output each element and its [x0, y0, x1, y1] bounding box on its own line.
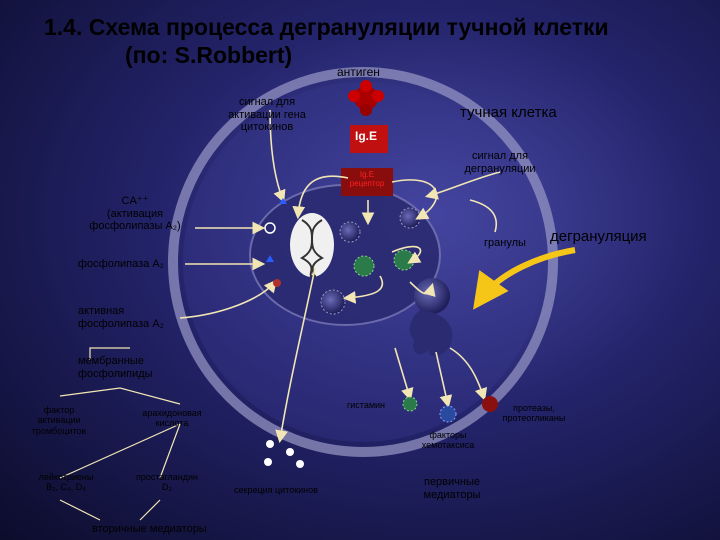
secondary-mediators-label: вторичные медиаторы	[92, 523, 207, 535]
proteases-label: протеазы, протеогликаны	[502, 403, 566, 424]
leukotrienes-label: лейкотриены B₂, C₄, D₄	[38, 472, 94, 493]
signal-degranulation-label: сигнал для дегрануляции	[464, 150, 536, 175]
paf-label: фактор активации тромбоцитов	[31, 405, 87, 436]
antigen-label: антиген	[337, 65, 380, 79]
prostaglandin-label: простагландин D₂	[136, 472, 198, 493]
mediator-molecules	[264, 396, 498, 468]
degranulation-arrow	[473, 247, 576, 310]
ige-receptor-box	[341, 168, 393, 196]
signal-arrows	[179, 109, 501, 444]
mast-cell-label: тучная клетка	[460, 104, 557, 121]
histamine-label: гистамин	[347, 400, 386, 410]
cytokine-secretion-label: секреция цитокинов	[234, 485, 318, 495]
membrane-phospholipids-label: мембранные фосфолипиды	[78, 355, 153, 380]
granules-label: гранулы	[484, 237, 526, 249]
dna-icon	[290, 213, 334, 278]
arachidonic-label: арахидоновая кислота	[142, 408, 202, 429]
chemotaxis-label: факторы хемотаксиса	[421, 430, 475, 451]
ige-receptor-label: Ig.E рецептор	[349, 170, 385, 189]
active-phospholipase-label: активная фосфолипаза A₂	[78, 305, 164, 330]
ca-label: CA⁺⁺ (активация фосфолипазы A₂)	[89, 195, 181, 233]
cascade-lines	[59, 347, 181, 521]
primary-mediators-label: первичные медиаторы	[423, 476, 481, 501]
title-line-2: (по: S.Robbert)	[125, 42, 293, 68]
phospholipase-markers	[264, 198, 287, 287]
signal-gene-label: сигнал для активации гена цитокинов	[228, 96, 306, 134]
ige-label: Ig.E	[355, 129, 378, 143]
degranulation-label: дегрануляция	[550, 228, 647, 245]
ige-box	[350, 125, 388, 153]
title-line-1: 1.4. Схема процесса дегрануляции тучной …	[44, 14, 609, 40]
antigen-icon	[348, 80, 384, 116]
phospholipase-label: фосфолипаза A₂	[78, 258, 164, 270]
